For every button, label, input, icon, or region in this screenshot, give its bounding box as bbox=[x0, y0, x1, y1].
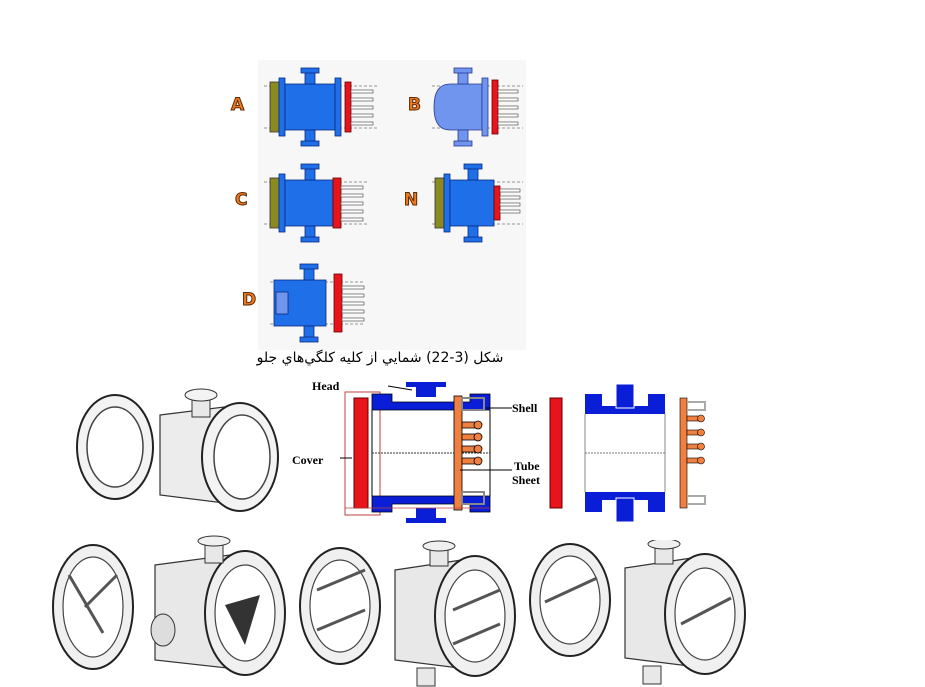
channel-cross-section bbox=[340, 382, 706, 523]
label-shell: Shell bbox=[512, 401, 538, 415]
isometric-channel-sketch-top bbox=[76, 388, 279, 512]
label-tube: Tube bbox=[514, 459, 540, 473]
type-label-c: C bbox=[234, 190, 248, 211]
isometric-sketch-3 bbox=[529, 540, 746, 685]
type-label-a: A bbox=[230, 95, 245, 116]
label-sheet: Sheet bbox=[512, 473, 540, 487]
label-cover: Cover bbox=[292, 453, 324, 467]
type-label-b: B bbox=[408, 95, 422, 116]
head-type-n-diagram bbox=[432, 163, 523, 243]
figure-caption: شکل (3-22) شمايي از کليه کلگي‌هاي جلو bbox=[256, 350, 504, 366]
head-type-c-diagram bbox=[264, 163, 368, 243]
isometric-sketch-2 bbox=[299, 540, 516, 687]
label-head: Head bbox=[312, 379, 340, 393]
head-type-b-diagram bbox=[432, 67, 523, 147]
type-label-n: N bbox=[403, 190, 419, 211]
type-label-d: D bbox=[241, 290, 257, 311]
isometric-sketch-1 bbox=[52, 535, 286, 676]
head-type-d-diagram bbox=[270, 263, 365, 343]
head-type-a-diagram bbox=[264, 67, 378, 147]
